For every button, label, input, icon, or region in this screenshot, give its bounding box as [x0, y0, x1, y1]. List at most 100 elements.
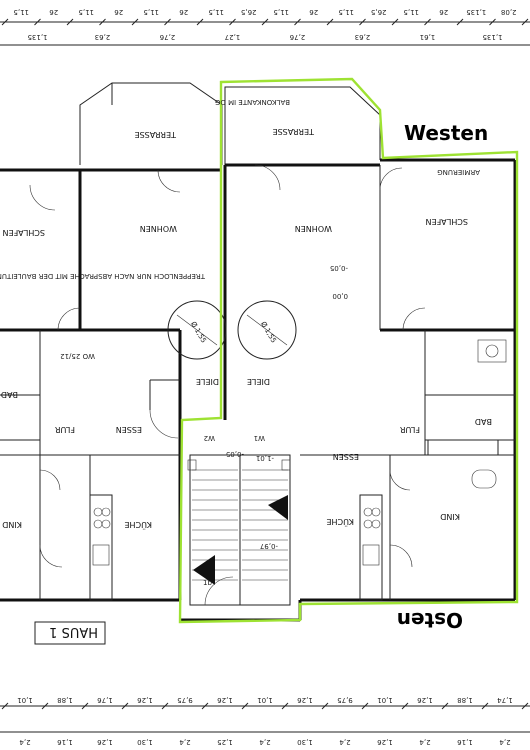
- label-bath-right: BAD: [475, 417, 492, 426]
- dim-top-5: 26: [179, 8, 188, 16]
- label-bedroom-left: SCHLAFEN: [3, 228, 45, 237]
- dim-bottom-6: 1,01: [257, 696, 273, 704]
- label-dining-right: ESSEN: [333, 452, 359, 461]
- note-w1: W1: [254, 434, 265, 442]
- label-hall-right: DIELE: [247, 377, 270, 386]
- dim-top-9: 26: [309, 8, 318, 16]
- label-living-right: WOHNEN: [295, 224, 332, 233]
- right-house-walls: [223, 86, 517, 620]
- stairwell: [187, 454, 291, 606]
- dim-tick: [241, 702, 249, 710]
- orientation-west: Westen: [404, 121, 488, 145]
- level-hall: -0,05: [226, 450, 244, 458]
- highlight-outline: [178, 77, 519, 624]
- dim-tick: [121, 702, 129, 710]
- dim-top-0: 11,5: [13, 8, 29, 16]
- dim-top-11: 26,5: [371, 8, 387, 16]
- dim-top-7: 26,5: [241, 8, 257, 16]
- label-bedroom-right: SCHLAFEN: [426, 217, 468, 226]
- note-hb: 1b: [203, 579, 212, 587]
- house-label: HAUS 1: [49, 624, 98, 639]
- note-balcony: BALKONKANTE IM DG: [215, 98, 290, 106]
- top-dimension-chain: 11,5 26 11,5 26 11,5 26 11,5 26,5 11,5 26 11,5 26,5…: [0, 8, 530, 46]
- label-kitchen-left: KÜCHE: [124, 520, 152, 530]
- dim-bottom-7: 1,26: [297, 696, 313, 704]
- label-child-left: KIND: [2, 520, 22, 529]
- note-tree-right: Ø 1,55: [259, 320, 278, 344]
- label-hall-left: DIELE: [196, 377, 219, 386]
- note-window: WO 25/12: [60, 352, 95, 360]
- dim-top-12: 11,5: [403, 8, 419, 16]
- note-tree-left: Ø 1,55: [189, 320, 208, 344]
- dim-tick: [326, 18, 334, 26]
- dim-second-7: 1,135: [482, 33, 502, 41]
- dim-tick: [391, 18, 399, 26]
- dim-top-8: 11,5: [273, 8, 289, 16]
- dim-bottom-5: 1,26: [217, 696, 233, 704]
- dim-second-3: 1,27: [225, 33, 241, 41]
- label-corridor-right: FLUR: [399, 425, 420, 434]
- dim-last-9: 1,26: [377, 738, 393, 746]
- dim-last-1: 1,16: [57, 738, 73, 746]
- dim-tick: [424, 18, 431, 26]
- dim-tick: [41, 702, 49, 710]
- label-terrace-right: TERRASSE: [273, 127, 315, 136]
- dim-last-11: 1,16: [457, 738, 473, 746]
- label-kitchen-right: KÜCHE: [326, 517, 354, 527]
- dim-tick: [161, 702, 169, 710]
- dim-second-5: 2,63: [355, 33, 371, 41]
- dim-bottom-8: 9,75: [337, 696, 353, 704]
- level-living-right: -0,05: [330, 264, 348, 272]
- dim-tick: [1, 18, 9, 26]
- dim-top-1: 26: [49, 8, 58, 16]
- dim-last-12: 2,4: [499, 738, 511, 746]
- dim-top-3: 26: [114, 8, 123, 16]
- dim-tick: [196, 18, 204, 26]
- dim-tick: [81, 702, 89, 710]
- dim-last-0: 2,4: [19, 738, 31, 746]
- dim-top-14: 1,135: [466, 8, 486, 16]
- room-labels: TERRASSE TERRASSE WOHNEN WOHNEN SCHLAFEN…: [1, 127, 492, 530]
- dim-tick: [481, 702, 489, 710]
- dim-tick: [164, 18, 171, 26]
- dim-last-6: 2,4: [259, 738, 271, 746]
- dim-top-6: 11,5: [208, 8, 224, 16]
- dim-tick: [99, 18, 106, 26]
- dim-tick: [401, 702, 409, 710]
- label-terrace-left: TERRASSE: [135, 130, 177, 139]
- dim-tick: [66, 18, 74, 26]
- dim-last-4: 2,4: [179, 738, 191, 746]
- circle-objects: [167, 300, 297, 360]
- dim-tick: [489, 18, 496, 26]
- dim-top-4: 11,5: [143, 8, 159, 16]
- dim-second-4: 2,76: [289, 33, 305, 41]
- dim-tick: [359, 18, 366, 26]
- dim-tick: [131, 18, 139, 26]
- note-block: TREPPENLOCH NUR NACH ABSPRACHE MIT DER B…: [0, 272, 206, 281]
- dim-top-10: 11,5: [338, 8, 354, 16]
- dim-last-5: 1,25: [217, 738, 233, 746]
- dim-tick: [261, 18, 269, 26]
- dim-tick: [1, 702, 9, 710]
- label-living-left: WOHNEN: [140, 224, 177, 233]
- label-corridor-left: FLUR: [54, 425, 75, 434]
- dim-second-2: 2,76: [159, 33, 175, 41]
- dim-top-15: 2,08: [501, 8, 517, 16]
- dim-tick: [441, 702, 449, 710]
- house-label-box: HAUS 1: [34, 621, 106, 645]
- level-stair: -0,97: [260, 542, 278, 550]
- label-bath-left: BAD: [1, 390, 18, 399]
- level-mid: -1,01: [256, 454, 274, 462]
- dim-bottom-9: 1,01: [377, 696, 393, 704]
- orientation-east: Osten: [397, 608, 463, 632]
- label-child-right: KIND: [440, 512, 460, 521]
- dim-tick: [34, 18, 41, 26]
- dim-tick: [229, 18, 236, 26]
- dim-last-2: 1,26: [97, 738, 113, 746]
- dim-last-3: 1,30: [137, 738, 153, 746]
- dim-tick: [361, 702, 369, 710]
- dim-last-10: 2,4: [419, 738, 431, 746]
- plan-notes: BALKONKANTE IM DG Ø 1,55 Ø 1,55 -0,05 0,…: [0, 98, 480, 587]
